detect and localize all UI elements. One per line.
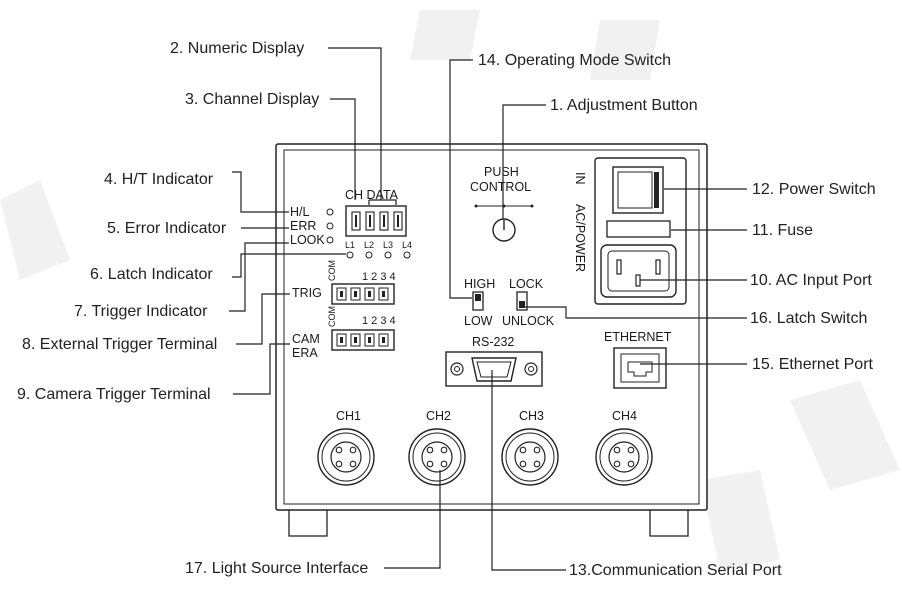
callout-latch-switch: 16. Latch Switch	[750, 310, 867, 327]
left-foot	[288, 507, 328, 537]
high-label: HIGH	[464, 277, 495, 291]
look-indicator-label: LOOK	[290, 233, 325, 247]
ch1-label: CH1	[336, 409, 361, 423]
err-indicator-label: ERR	[290, 219, 316, 233]
display-digits	[351, 211, 403, 231]
callout-ht-indicator: 4. H/T Indicator	[104, 171, 214, 188]
numeric-display	[345, 205, 407, 237]
era-label: ERA	[292, 346, 318, 360]
callout-adjustment-button: 1. Adjustment Button	[550, 97, 698, 114]
push-label: PUSH	[484, 165, 519, 179]
callout-power-switch: 12. Power Switch	[752, 181, 876, 198]
camera-terminal-pins	[336, 333, 389, 347]
callout-ethernet-port: 15. Ethernet Port	[752, 356, 874, 373]
ch2-connector[interactable]	[408, 428, 466, 486]
camera-trigger-terminal	[331, 329, 395, 351]
control-label: CONTROL	[470, 180, 531, 194]
ch4-connector[interactable]	[595, 428, 653, 486]
callout-operating-mode-switch: 14. Operating Mode Switch	[478, 52, 671, 69]
callout-camera-trigger-terminal: 9. Camera Trigger Terminal	[17, 386, 211, 403]
ethernet-label: ETHERNET	[604, 330, 672, 344]
ethernet-port[interactable]	[613, 347, 667, 389]
unlock-label: UNLOCK	[502, 314, 555, 328]
external-trigger-terminal	[331, 283, 395, 305]
look-indicator-led	[326, 236, 334, 244]
camera-pin-numbers: 1 2 3 4	[362, 315, 396, 327]
ch-data-label: CH DATA	[345, 188, 399, 202]
l2-label: L2	[364, 240, 374, 250]
callout-external-trigger-terminal: 8. External Trigger Terminal	[22, 336, 217, 353]
com-label-2: COM	[327, 306, 337, 327]
hl-indicator-label: H/L	[290, 205, 310, 219]
callout-error-indicator: 5. Error Indicator	[107, 220, 227, 237]
l1-led	[346, 251, 354, 259]
rs232-port[interactable]	[471, 357, 517, 382]
ac-input-port[interactable]	[600, 244, 677, 298]
right-foot	[649, 507, 689, 537]
l2-led	[365, 251, 373, 259]
ch4-label: CH4	[612, 409, 637, 423]
in-label: IN	[573, 172, 587, 185]
low-label: LOW	[464, 314, 493, 328]
leader-lines	[229, 47, 747, 571]
callout-fuse: 11. Fuse	[752, 222, 813, 239]
watermark	[0, 10, 900, 570]
lock-label: LOCK	[509, 277, 544, 291]
ch2-label: CH2	[426, 409, 451, 423]
cam-label: CAM	[292, 332, 320, 346]
callout-channel-display: 3. Channel Display	[185, 91, 319, 108]
trig-pin-numbers: 1 2 3 4	[362, 271, 396, 283]
l1-label: L1	[345, 240, 355, 250]
rs232-label: RS-232	[472, 335, 514, 349]
l4-led	[403, 251, 411, 259]
trig-label: TRIG	[292, 286, 322, 300]
callout-trigger-indicator: 7. Trigger Indicator	[74, 303, 208, 320]
l4-label: L4	[402, 240, 412, 250]
ch3-connector[interactable]	[501, 428, 559, 486]
callout-ac-input-port: 10. AC Input Port	[750, 272, 872, 289]
err-indicator-led	[326, 222, 334, 230]
hl-indicator-led	[326, 208, 334, 216]
fuse-holder[interactable]	[606, 220, 671, 238]
callout-latch-indicator: 6. Latch Indicator	[90, 266, 213, 283]
l3-led	[384, 251, 392, 259]
trig-terminal-pins	[336, 287, 389, 301]
l3-label: L3	[383, 240, 393, 250]
callout-light-source-interface: 17. Light Source Interface	[185, 560, 368, 577]
callout-numeric-display: 2. Numeric Display	[170, 40, 304, 57]
ch3-label: CH3	[519, 409, 544, 423]
callout-communication-serial-port: 13.Communication Serial Port	[569, 562, 782, 579]
com-label-1: COM	[327, 260, 337, 281]
ac-power-label: AC/POWER	[573, 204, 587, 272]
ch1-connector[interactable]	[317, 428, 375, 486]
